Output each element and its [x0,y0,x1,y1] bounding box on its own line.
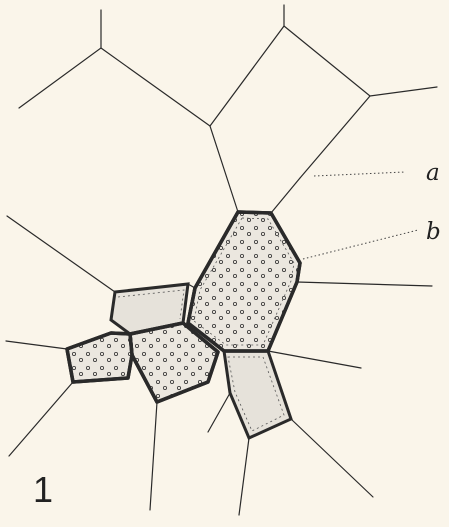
label-a: a [426,162,440,185]
label-b: b [426,221,441,244]
figure-number: 1 [33,472,53,508]
leader-lines [303,172,418,259]
